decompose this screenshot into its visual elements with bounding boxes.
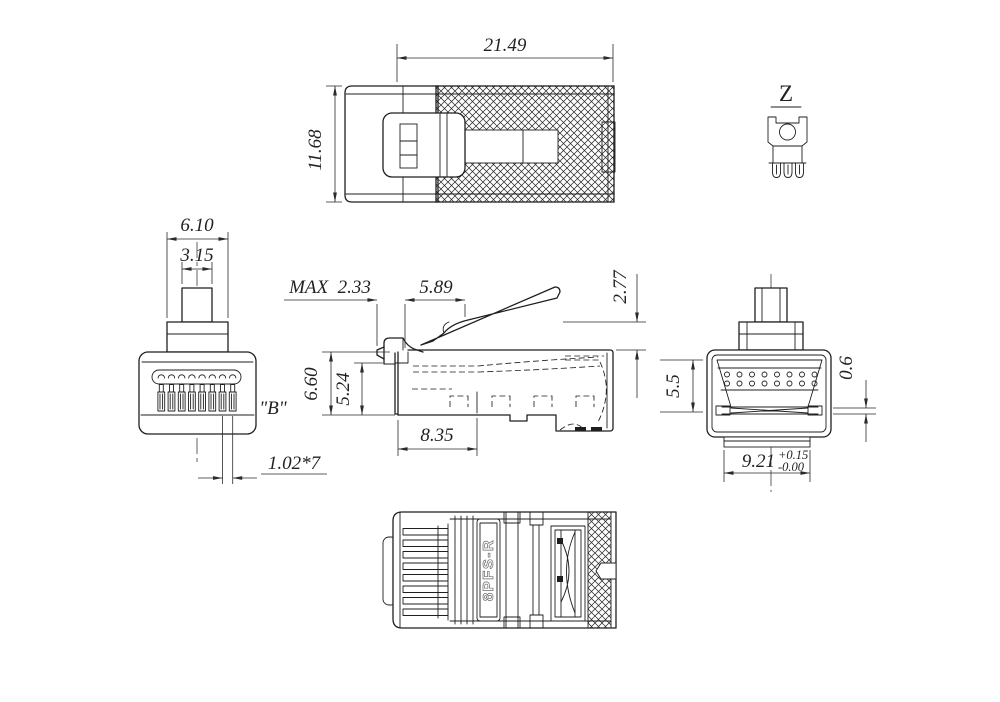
top-view-dimensions: 21.49 11.68 [305,35,614,203]
rear-view-dimensions: 5.5 0.6 9.21 +0.15 -0.00 [660,356,876,482]
dim-front-latch-width: 6.10 [180,215,214,236]
dim-side-body-height: 6.60 [301,367,322,401]
dim-rear-width: 9.21 [742,451,775,472]
dim-side-contact-length: 8.35 [420,425,453,446]
bottom-view-part: 8PFS-R [382,511,617,629]
dim-rear-opening-height: 5.5 [663,374,684,398]
dim-rear-shield-lip: 0.6 [836,356,857,380]
bottom-view: 8PFS-R [382,511,617,629]
rear-view-part [706,287,832,448]
dim-rear-width-tol-upper: +0.15 [778,448,808,462]
bottom-marking-text: 8PFS-R [480,539,497,601]
rear-view: 5.5 0.6 9.21 +0.15 -0.00 [660,274,876,492]
dim-side-latch-length: 5.89 [419,277,453,298]
front-view-part [138,287,257,435]
front-view-dimensions: 6.10 3.15 "B" 1.02*7 [166,215,327,484]
dim-rear-width-tol-lower: -0.00 [778,460,805,474]
side-view-dimensions: MAX 2.33 5.89 2.77 6.60 5.24 8.35 [284,269,646,456]
detail-z-label: Z [779,81,793,106]
front-view: 6.10 3.15 "B" 1.02*7 [138,215,327,484]
top-view: 21.49 11.68 [305,35,616,203]
dim-side-inner-height: 5.24 [333,372,354,406]
dim-front-tab-width: 3.15 [179,245,213,266]
top-view-part [344,85,616,203]
dim-side-front-max: MAX 2.33 [288,277,371,298]
side-view-part [376,286,614,432]
detail-z-view: Z [767,81,808,178]
side-view: MAX 2.33 5.89 2.77 6.60 5.24 8.35 [284,269,646,456]
dim-top-height: 11.68 [305,129,326,171]
dim-front-contact-pitch: 1.02*7 [268,453,322,474]
bottom-shield-notch [595,562,617,580]
front-section-label: "B" [259,398,288,419]
dim-side-latch-drop: 2.77 [610,269,631,304]
contact-detail-icon [767,116,808,178]
dim-top-width: 21.49 [484,35,527,56]
